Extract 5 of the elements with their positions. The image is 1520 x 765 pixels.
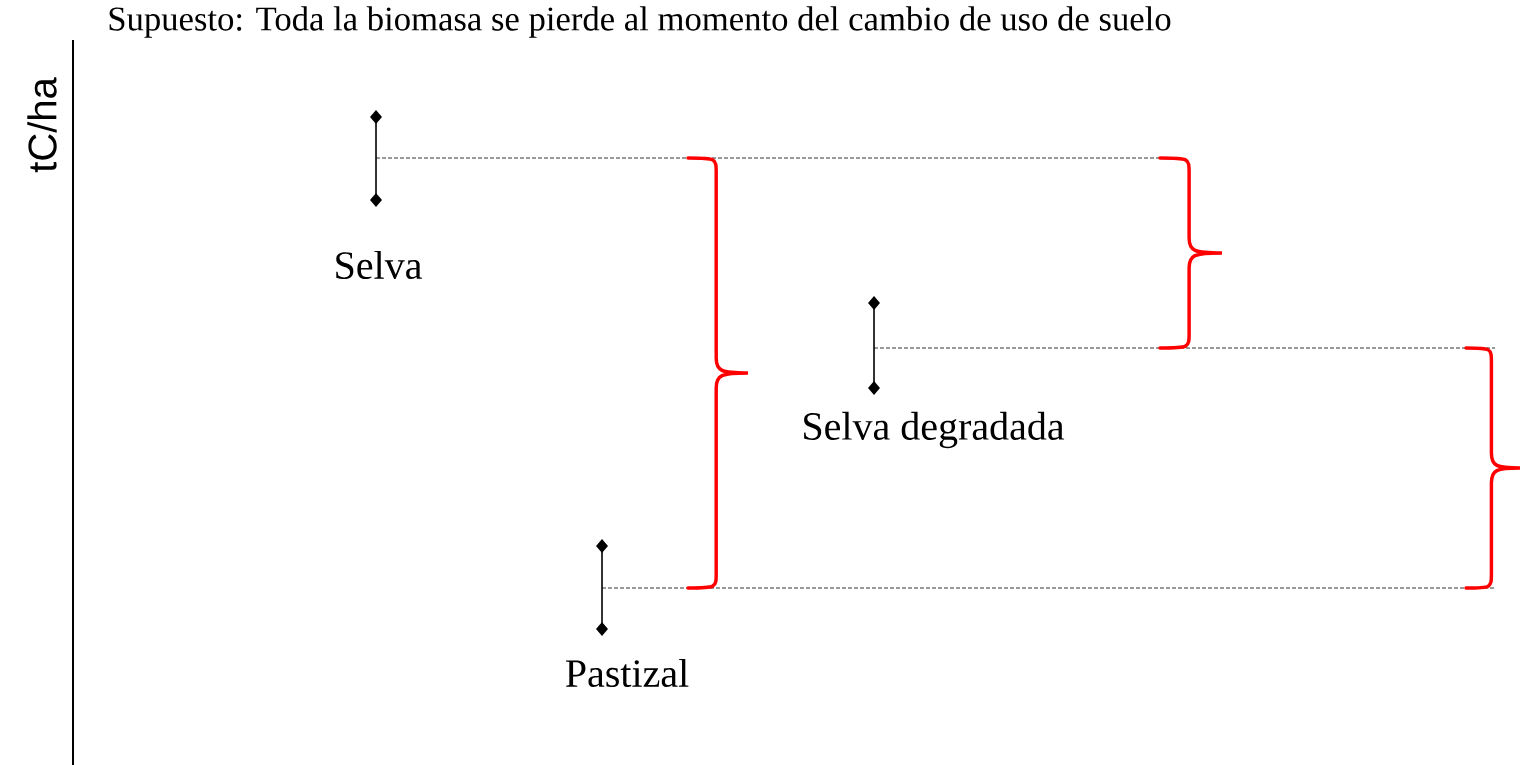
category-label: Selva degradada: [804, 411, 1065, 449]
title: Supuesto: Toda la biomasa se pierde al momento del cambio de uso de suelo: [109, 6, 1171, 38]
category-label: Selva: [336, 250, 422, 280]
axis-label: tC/ha: [27, 77, 57, 173]
category-label: Pastizal: [565, 658, 689, 688]
